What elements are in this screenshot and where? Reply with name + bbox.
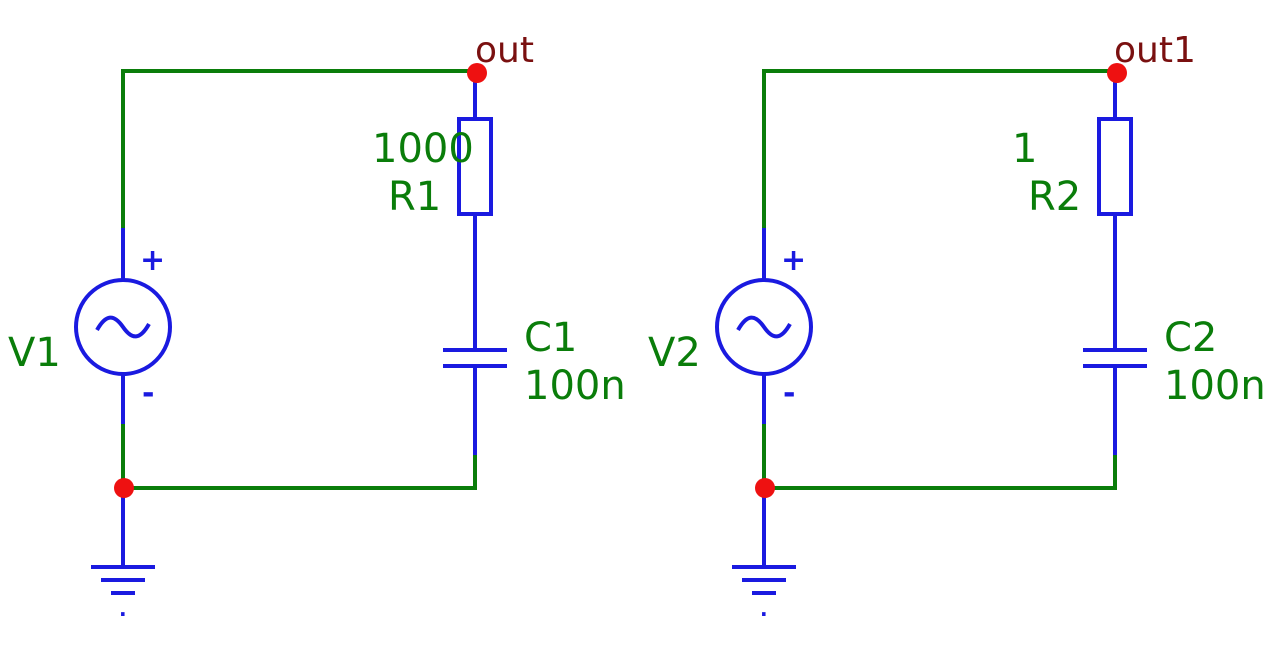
resistor-body [1097, 117, 1133, 216]
voltage-source-v2[interactable] [715, 228, 813, 424]
source-label-v1: V1 [8, 330, 61, 376]
voltage-source-v1[interactable] [74, 228, 172, 424]
plus-sign: + [140, 243, 165, 278]
sine-wave-icon [736, 315, 792, 339]
capacitor-c2[interactable] [1083, 348, 1147, 455]
capacitor-value-label: 100n [1164, 363, 1266, 409]
node-out[interactable] [467, 63, 487, 83]
resistor-name-label: R1 [388, 174, 441, 220]
node-out1[interactable] [1107, 63, 1127, 83]
node-ground-1[interactable] [114, 478, 134, 498]
capacitor-name-label: C1 [524, 315, 577, 361]
wire-bottom-1[interactable] [121, 422, 477, 490]
resistor-r1[interactable] [457, 75, 493, 350]
ground-label: . [119, 597, 127, 621]
minus-sign: - [142, 376, 154, 411]
sine-wave-icon [95, 315, 151, 339]
resistor-r2[interactable] [1097, 75, 1133, 350]
resistor-value-label: 1 [1012, 126, 1037, 172]
ground-symbol-1[interactable] [91, 492, 155, 595]
wire-bottom-2[interactable] [762, 422, 1117, 490]
minus-sign: - [783, 376, 795, 411]
circuit-1: + - V1 1000 R1 C1 100n . out [8, 30, 626, 621]
wire-top-2[interactable] [762, 69, 1119, 230]
resistor-name-label: R2 [1028, 174, 1081, 220]
source-label-v2: V2 [648, 330, 701, 376]
resistor-value-label: 1000 [372, 126, 474, 172]
capacitor-c1[interactable] [443, 348, 507, 455]
ground-symbol-2[interactable] [732, 492, 796, 595]
capacitor-name-label: C2 [1164, 315, 1217, 361]
net-label-out: out [475, 30, 534, 71]
ground-label: . [760, 597, 768, 621]
plus-sign: + [781, 243, 806, 278]
net-label-out1: out1 [1114, 30, 1196, 71]
capacitor-value-label: 100n [524, 363, 626, 409]
circuit-2: + - V2 1 R2 C2 100n . out1 [648, 30, 1266, 621]
wire-top-1[interactable] [121, 69, 479, 230]
node-ground-2[interactable] [755, 478, 775, 498]
